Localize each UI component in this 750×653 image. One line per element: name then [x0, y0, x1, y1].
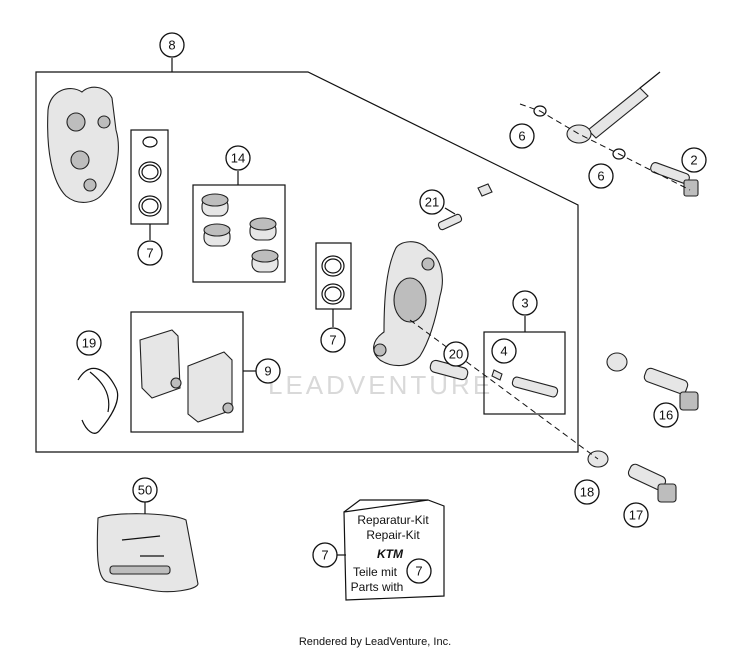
callout-18[interactable]: 18	[574, 479, 600, 505]
piston-box-14	[192, 184, 286, 283]
seal-rings-7b	[321, 255, 345, 305]
callout-20[interactable]: 20	[443, 341, 469, 367]
callout-19[interactable]: 19	[76, 330, 102, 356]
svg-text:7: 7	[415, 564, 422, 579]
mounting-bolt-16	[643, 367, 699, 411]
repair-kit-line3: Teile mit	[353, 565, 398, 579]
svg-text:18: 18	[580, 485, 594, 500]
seal-kit-box-7a	[130, 129, 169, 225]
pad-spring-19	[77, 367, 119, 434]
banjo-bolt-2	[650, 162, 699, 197]
svg-text:6: 6	[518, 129, 525, 144]
footer-credit: Rendered by LeadVenture, Inc.	[298, 636, 452, 648]
guide-pin-3	[491, 369, 559, 398]
callout-7a[interactable]: 7	[137, 240, 163, 266]
callout-3[interactable]: 3	[512, 290, 538, 316]
svg-text:7: 7	[329, 333, 336, 348]
callout-8[interactable]: 8	[159, 32, 185, 58]
brake-pads-9	[139, 329, 234, 423]
callout-17[interactable]: 17	[623, 502, 649, 528]
repair-kit-line4: Parts with	[351, 580, 404, 594]
callout-6a[interactable]: 6	[509, 123, 535, 149]
grease-pack-50	[96, 513, 199, 593]
svg-text:6: 6	[597, 169, 604, 184]
svg-text:7: 7	[321, 548, 328, 563]
svg-text:17: 17	[629, 508, 643, 523]
svg-text:4: 4	[500, 344, 507, 359]
pistons-14	[201, 193, 279, 273]
svg-text:8: 8	[168, 38, 175, 53]
axis-banjo	[519, 103, 691, 191]
svg-text:21: 21	[425, 195, 439, 210]
seal-rings-7a	[138, 136, 162, 217]
svg-text:14: 14	[231, 151, 245, 166]
svg-text:3: 3	[521, 296, 528, 311]
group-outline-8	[35, 71, 579, 453]
bleed-screw-21	[437, 183, 493, 231]
callout-7c[interactable]: 7	[312, 542, 338, 568]
callout-2[interactable]: 2	[681, 147, 707, 173]
callout-4[interactable]: 4	[491, 338, 517, 364]
leader-21	[444, 207, 456, 215]
callout-21[interactable]: 21	[419, 189, 445, 215]
washer-6a	[533, 105, 547, 117]
axis-mount	[409, 319, 599, 460]
callout-16[interactable]: 16	[653, 402, 679, 428]
brake-hose-banjo	[566, 71, 661, 144]
ktm-logo: KTM	[377, 547, 404, 561]
callout-9[interactable]: 9	[255, 358, 281, 384]
callout-50[interactable]: 50	[132, 477, 158, 503]
callout-14[interactable]: 14	[225, 145, 251, 171]
washer-6b	[612, 148, 626, 160]
mounting-bolt-17	[627, 463, 677, 503]
brake-pad-box-9	[130, 311, 244, 433]
repair-kit-line2: Repair-Kit	[366, 528, 420, 542]
washer-16	[606, 352, 628, 372]
svg-text:16: 16	[659, 408, 673, 423]
svg-text:7: 7	[146, 246, 153, 261]
svg-text:50: 50	[138, 483, 152, 498]
svg-text:20: 20	[449, 347, 463, 362]
svg-text:9: 9	[264, 364, 271, 379]
callout-7d[interactable]: 7	[406, 558, 432, 584]
callout-7b[interactable]: 7	[320, 327, 346, 353]
caliper-carrier	[373, 241, 443, 367]
caliper-housing-left	[47, 86, 119, 203]
callout-6b[interactable]: 6	[588, 163, 614, 189]
svg-text:2: 2	[690, 153, 697, 168]
svg-text:19: 19	[82, 336, 96, 351]
repair-kit-line1: Reparatur-Kit	[357, 513, 429, 527]
repair-kit-box: Reparatur-Kit Repair-Kit KTM Teile mit P…	[343, 499, 445, 601]
